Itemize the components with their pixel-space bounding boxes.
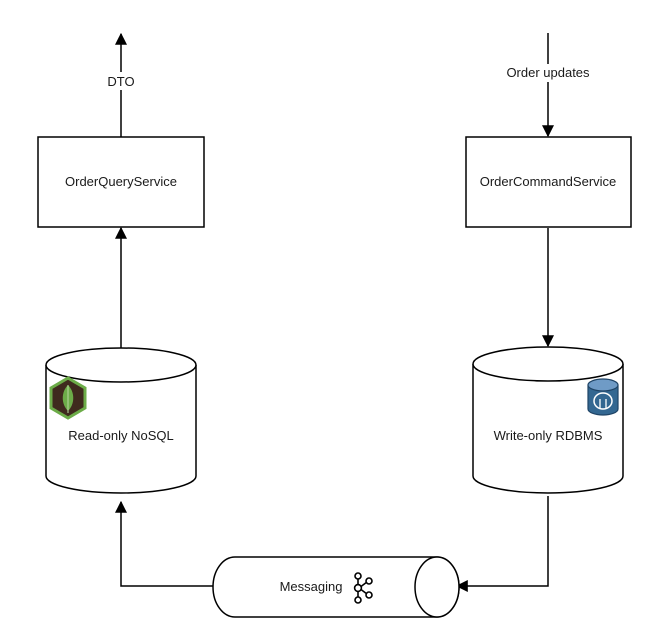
read-db-cylinder: Read-only NoSQL — [45, 347, 197, 494]
read-db-label: Read-only NoSQL — [68, 428, 174, 443]
order-command-service-label: OrderCommandService — [480, 174, 617, 189]
kafka-icon — [353, 572, 373, 604]
order-command-service-box: OrderCommandService — [465, 136, 632, 228]
postgresql-elephant-icon — [587, 378, 619, 416]
dto-label: DTO — [107, 74, 134, 89]
rdbms-to-messaging-arrow — [455, 496, 549, 592]
order-query-service-box: OrderQueryService — [37, 136, 205, 228]
write-db-label: Write-only RDBMS — [494, 428, 603, 443]
messaging-cylinder: Messaging — [212, 556, 460, 618]
order-query-service-label: OrderQueryService — [65, 174, 177, 189]
messaging-to-nosql-arrow — [115, 500, 215, 587]
write-db-cylinder: Write-only RDBMS — [472, 346, 624, 494]
messaging-label: Messaging — [280, 579, 343, 594]
order-updates-label: Order updates — [506, 65, 590, 80]
mongodb-leaf-icon — [49, 376, 87, 420]
